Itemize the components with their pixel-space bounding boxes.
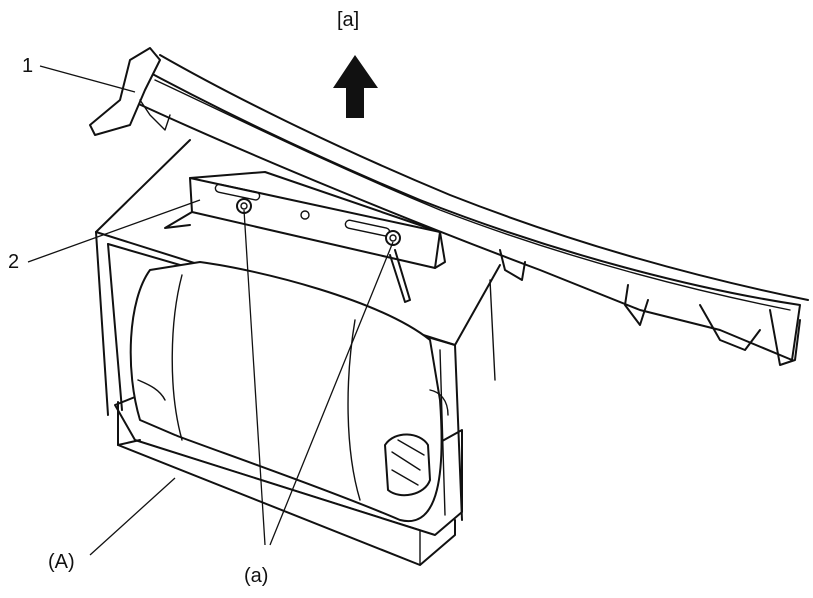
screw-right [385, 230, 401, 246]
lift-direction-arrow [333, 55, 378, 118]
label-part-2: 2 [8, 251, 19, 273]
label-part-1: 1 [22, 55, 33, 77]
label-screws-a: (a) [244, 565, 268, 587]
leader-part-2 [27, 199, 201, 263]
rail-cover-1 [89, 47, 809, 366]
leader-screw-right [269, 241, 394, 546]
leader-part-1 [39, 65, 136, 93]
leader-screw-left [243, 209, 266, 546]
label-box-a: (A) [48, 551, 75, 573]
label-direction-a: [a] [337, 9, 359, 31]
leader-box-a [89, 477, 176, 556]
